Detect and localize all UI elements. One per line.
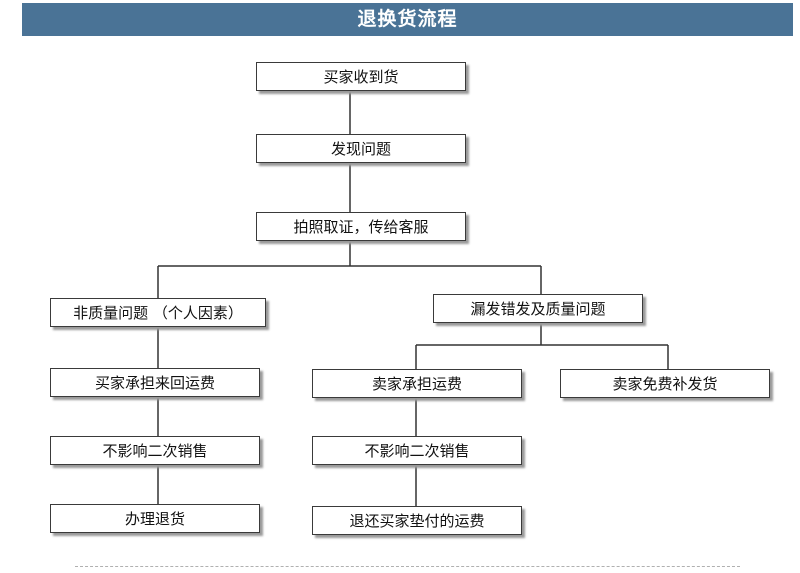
node-seller-pays-shipping: 卖家承担运费 <box>312 369 522 398</box>
node-process-return: 办理退货 <box>50 504 260 533</box>
node-buyer-pays-shipping-label: 买家承担来回运费 <box>94 374 215 392</box>
node-no-affect-resale-left: 不影响二次销售 <box>50 436 260 465</box>
node-quality-issue: 漏发错发及质量问题 <box>433 294 643 323</box>
node-find-problem: 发现问题 <box>256 134 466 163</box>
node-seller-pays-shipping-label: 卖家承担运费 <box>371 375 462 393</box>
title-bar: 退换货流程 <box>22 3 793 36</box>
page-title: 退换货流程 <box>357 8 458 30</box>
node-no-affect-resale-left-label: 不影响二次销售 <box>102 442 208 460</box>
node-non-quality-label: 非质量问题 （个人因素） <box>73 304 243 322</box>
node-find-problem-label: 发现问题 <box>330 140 391 158</box>
node-buyer-pays-shipping: 买家承担来回运费 <box>50 368 260 397</box>
node-buyer-receives-label: 买家收到货 <box>323 68 399 86</box>
node-refund-shipping: 退还买家垫付的运费 <box>312 506 522 535</box>
node-quality-issue-label: 漏发错发及质量问题 <box>470 300 606 318</box>
node-refund-shipping-label: 退还买家垫付的运费 <box>349 512 485 530</box>
node-photo-evidence: 拍照取证，传给客服 <box>256 212 466 241</box>
node-process-return-label: 办理退货 <box>124 510 185 528</box>
node-seller-reship: 卖家免费补发货 <box>560 369 770 398</box>
node-seller-reship-label: 卖家免费补发货 <box>612 375 718 393</box>
node-buyer-receives: 买家收到货 <box>256 62 466 91</box>
node-photo-evidence-label: 拍照取证，传给客服 <box>293 218 429 236</box>
node-no-affect-resale-right: 不影响二次销售 <box>312 436 522 465</box>
bottom-divider <box>75 566 740 567</box>
node-non-quality: 非质量问题 （个人因素） <box>50 298 266 327</box>
node-no-affect-resale-right-label: 不影响二次销售 <box>364 442 470 460</box>
